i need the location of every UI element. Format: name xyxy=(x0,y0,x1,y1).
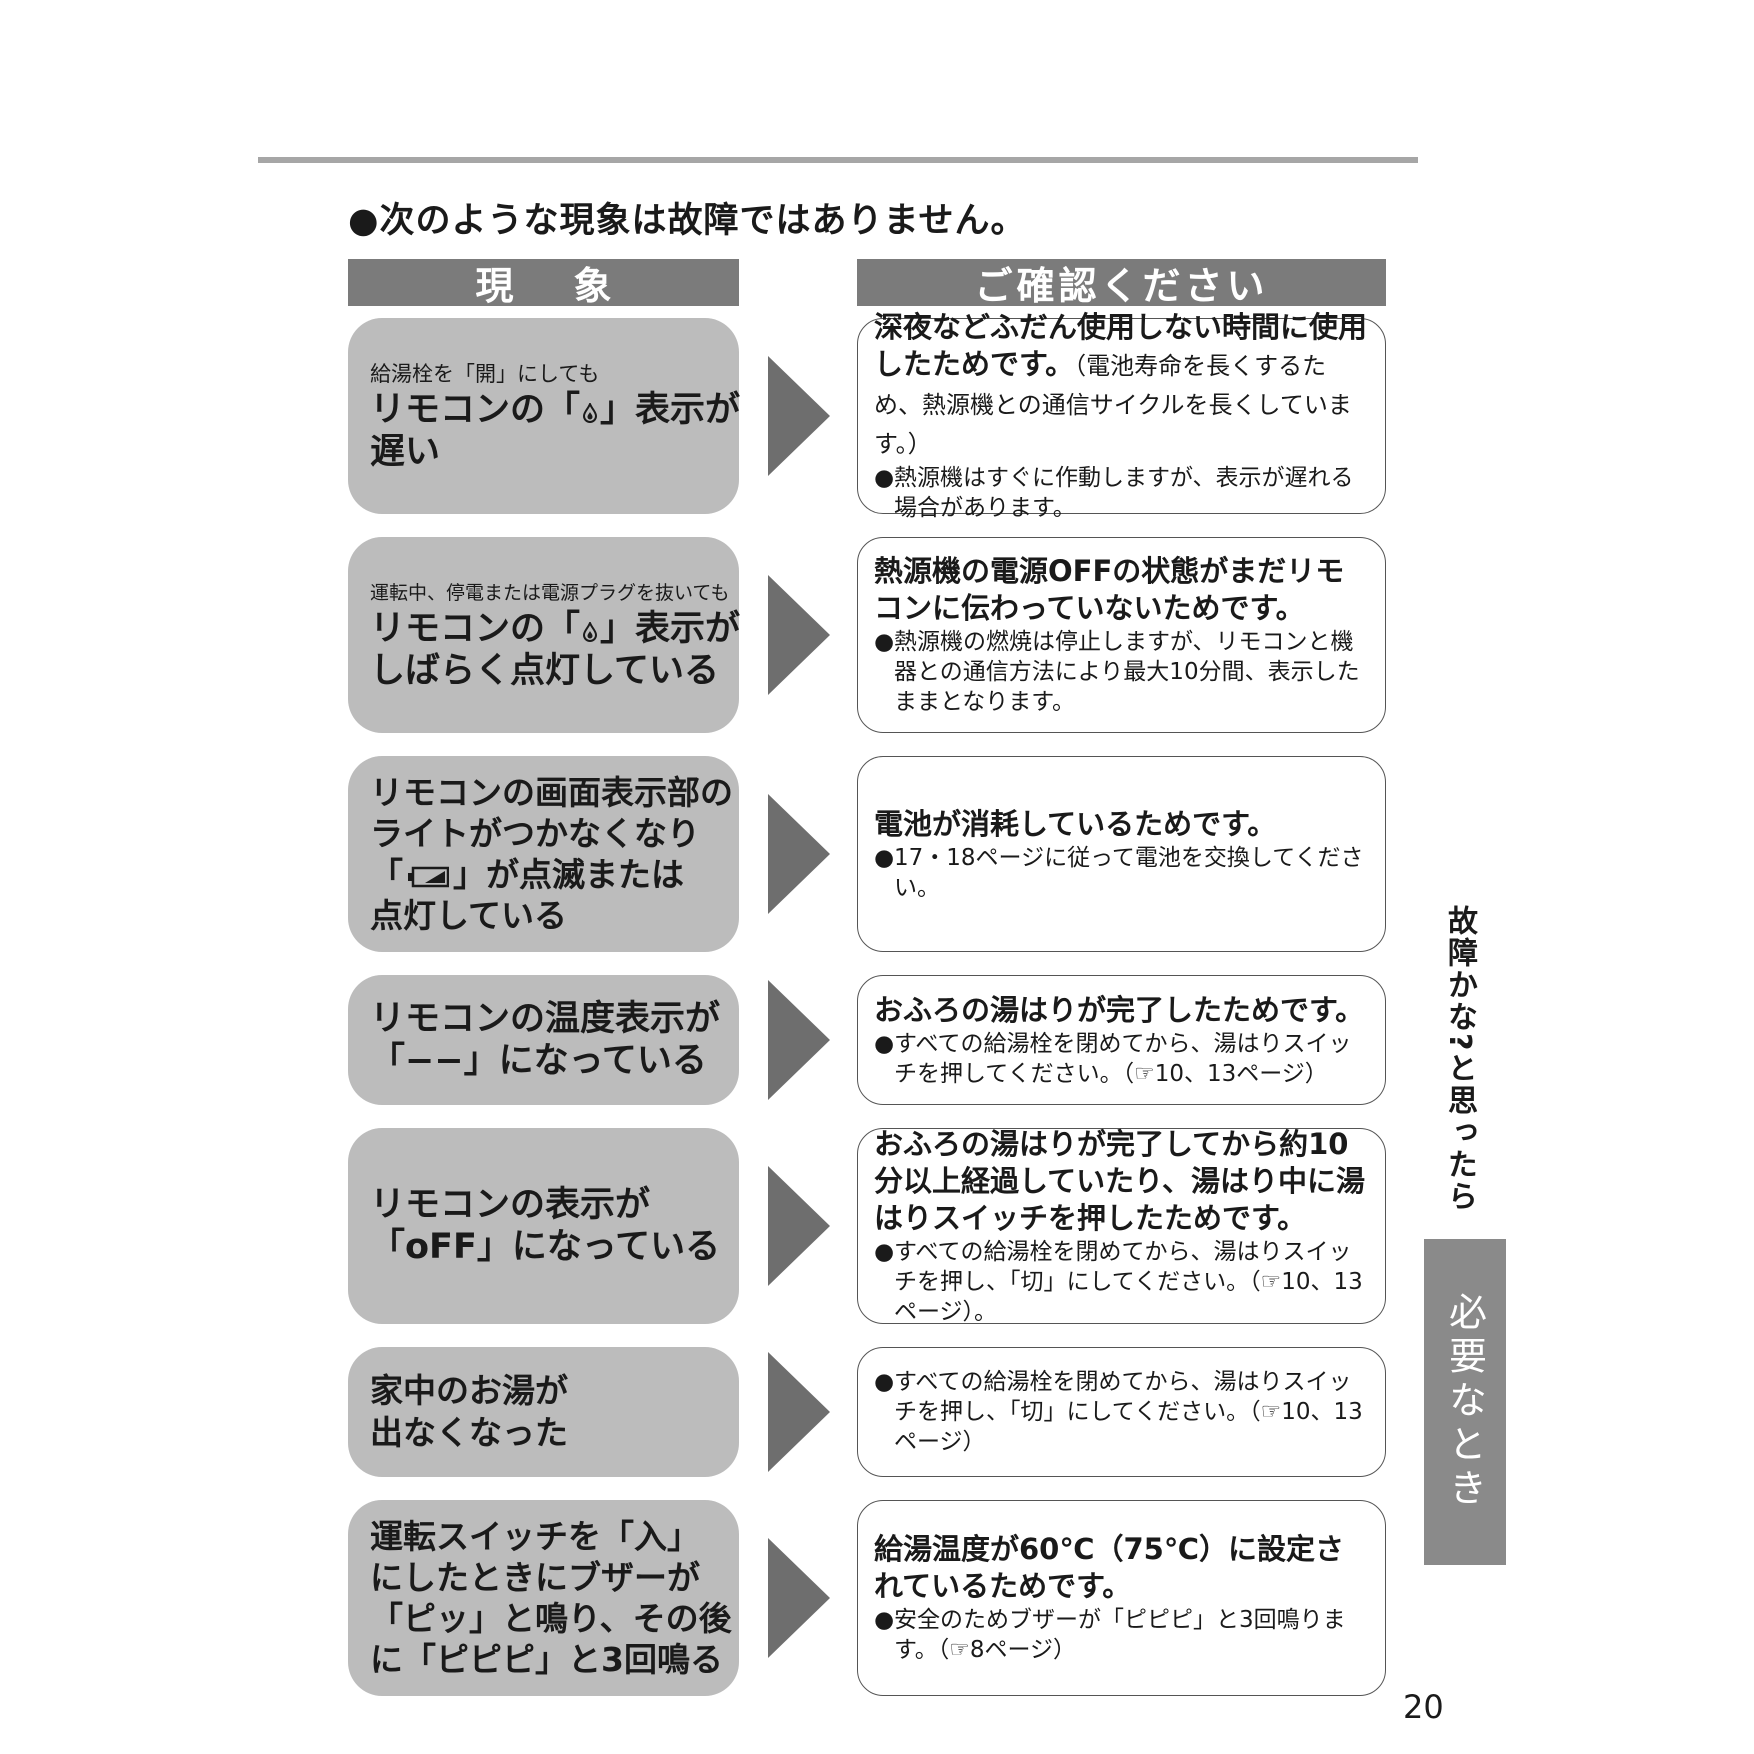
answer-note: ●17・18ページに従って電池を交換してください。 xyxy=(874,843,1369,903)
bullet-icon: ● xyxy=(874,465,895,491)
answer-note-text: すべての給湯栓を閉めてから、湯はりスイッチを押してください。（☞10、13ページ… xyxy=(894,1030,1352,1087)
bullet-icon: ● xyxy=(874,844,895,871)
answer-note: ●安全のためブザーが「ピピピ」と3回鳴ります。（☞8ページ） xyxy=(874,1605,1369,1665)
table-row: リモコンの表示が 「oFF」になっている おふろの湯はりが完了してから約10分以… xyxy=(348,1126,1388,1327)
symptom-text: リモコンの表示が xyxy=(370,1185,651,1225)
answer-note: ●すべての給湯栓を閉めてから、湯はりスイッチを押し、「切」にしてください。（☞1… xyxy=(874,1237,1369,1327)
symptom-text: しばらく点灯している xyxy=(370,651,719,691)
bullet-icon: ● xyxy=(874,1238,895,1265)
symptom-text: 「oFF」になっている xyxy=(370,1227,721,1267)
answer-note: ●熱源機はすぐに作動しますが、表示が遅れる場合があります。 xyxy=(874,463,1369,523)
symptom-box: リモコンの表示が 「oFF」になっている xyxy=(348,1128,739,1324)
symptom-text: リモコンの「」表示が xyxy=(370,389,740,431)
answer-box: 電池が消耗しているためです。 ●17・18ページに従って電池を交換してください。 xyxy=(857,756,1386,952)
answer-paren-text: （電池寿命を長くするため、熱源機との通信サイクルを長くしています。） xyxy=(874,352,1352,458)
symptom-text: 「ピッ」と鳴り、その後 xyxy=(370,1599,732,1638)
answer-note: ●熱源機の燃焼は停止しますが、リモコンと機器との通信方法により最大10分間、表示… xyxy=(874,627,1369,717)
top-rule xyxy=(258,157,1418,163)
symptom-text: に「ピピピ」と3回鳴る xyxy=(370,1640,723,1679)
symptom-text-part: 」表示が xyxy=(600,390,741,430)
symptom-text: 点灯している xyxy=(370,896,568,935)
symptom-text: 遅い xyxy=(370,432,441,472)
bullet-icon: ● xyxy=(874,1607,895,1633)
column-header-symptom: 現象 xyxy=(348,259,739,308)
page-heading: ●次のような現象は故障ではありません。 xyxy=(348,201,1027,241)
answer-note-text: 熱源機はすぐに作動しますが、表示が遅れる場合があります。 xyxy=(894,465,1354,521)
answer-box: 熱源機の電源OFFの状態がまだリモコンに伝わっていないためです。 ●熱源機の燃焼… xyxy=(857,537,1386,733)
symptom-text-part: 」表示が xyxy=(600,609,741,649)
answer-note-text: すべての給湯栓を閉めてから、湯はりスイッチを押し、「切」にしてください。（☞10… xyxy=(894,1369,1363,1455)
arrow-right-icon xyxy=(768,575,830,695)
symptom-box: 運転スイッチを「入」 にしたときにブザーが 「ピッ」と鳴り、その後 に「ピピピ」… xyxy=(348,1500,739,1696)
answer-main-text: 深夜などふだん使用しない時間に使用したためです。 xyxy=(874,310,1368,381)
answer-box: 給湯温度が60℃（75℃）に設定されているためです。 ●安全のためブザーが「ピピ… xyxy=(857,1500,1386,1696)
symptom-text: リモコンの画面表示部の xyxy=(370,773,733,812)
answer-main: おふろの湯はりが完了したためです。 xyxy=(874,992,1365,1027)
answer-main: 電池が消耗しているためです。 xyxy=(874,806,1277,841)
page-number: 20 xyxy=(1403,1688,1444,1726)
arrow-right-icon xyxy=(768,1166,830,1286)
symptom-text: 運転スイッチを「入」 xyxy=(370,1517,700,1556)
arrow-right-icon xyxy=(768,794,830,914)
symptom-box: 家中のお湯が 出なくなった xyxy=(348,1347,739,1477)
arrow-right-icon xyxy=(768,1538,830,1658)
table-row: リモコンの画面表示部の ライトがつかなくなり 「 」が点滅または 点灯している 電… xyxy=(348,756,1388,952)
answer-note-text: 17・18ページに従って電池を交換してください。 xyxy=(894,844,1364,901)
table-row: リモコンの温度表示が 「−−」になっている おふろの湯はりが完了したためです。 … xyxy=(348,975,1388,1105)
symptom-text: 「−−」になっている xyxy=(370,1041,707,1081)
answer-note-text: 安全のためブザーが「ピピピ」と3回鳴ります。（☞8ページ） xyxy=(894,1607,1346,1663)
symptom-text-part: 「 xyxy=(370,855,403,894)
chapter-tab-label: 必要なとき xyxy=(1442,1292,1487,1512)
symptom-text: 出なくなった xyxy=(370,1413,568,1452)
symptom-condition: 運転中、停電または電源プラグを抜いても xyxy=(370,582,730,604)
symptom-box: リモコンの画面表示部の ライトがつかなくなり 「 」が点滅または 点灯している xyxy=(348,756,739,952)
symptom-text: ライトがつかなくなり xyxy=(370,814,700,853)
low-battery-icon xyxy=(408,866,449,888)
symptom-text: 家中のお湯が xyxy=(370,1371,568,1410)
answer-box: おふろの湯はりが完了してから約10分以上経過していたり、湯はり中に湯はりスイッチ… xyxy=(857,1126,1386,1327)
answer-box: 深夜などふだん使用しない時間に使用したためです。（電池寿命を長くするため、熱源機… xyxy=(857,310,1386,521)
table-row: 給湯栓を「開」にしても リモコンの「」表示が 遅い 深夜などふだん使用しない時間… xyxy=(348,310,1388,521)
section-label: 故障かな?と思ったら xyxy=(1442,905,1477,1213)
flame-drop-icon xyxy=(583,403,598,423)
arrow-right-icon xyxy=(768,356,830,476)
answer-box: おふろの湯はりが完了したためです。 ●すべての給湯栓を閉めてから、湯はりスイッチ… xyxy=(857,975,1386,1105)
answer-main: おふろの湯はりが完了してから約10分以上経過していたり、湯はり中に湯はりスイッチ… xyxy=(874,1126,1365,1235)
symptom-text: 「 」が点滅または xyxy=(370,854,717,895)
answer-note-text: すべての給湯栓を閉めてから、湯はりスイッチを押し、「切」にしてください。（☞10… xyxy=(894,1238,1363,1325)
flame-drop-icon xyxy=(583,622,598,642)
answer-main: 深夜などふだん使用しない時間に使用したためです。（電池寿命を長くするため、熱源機… xyxy=(874,309,1369,463)
symptom-text-part: 」が点滅または xyxy=(453,855,684,894)
answer-main: 熱源機の電源OFFの状態がまだリモコンに伝わっていないためです。 xyxy=(874,554,1345,625)
answer-main: 給湯温度が60℃（75℃）に設定されているためです。 xyxy=(874,1532,1344,1603)
table-row: 運転中、停電または電源プラグを抜いても リモコンの「」表示が しばらく点灯してい… xyxy=(348,537,1388,733)
symptom-box: リモコンの温度表示が 「−−」になっている xyxy=(348,975,739,1105)
answer-note: ●すべての給湯栓を閉めてから、湯はりスイッチを押し、「切」にしてください。（☞1… xyxy=(874,1367,1369,1457)
symptom-text: リモコンの「」表示が xyxy=(370,608,740,650)
symptom-text: にしたときにブザーが xyxy=(370,1558,700,1597)
symptom-text-part: リモコンの「 xyxy=(370,390,581,430)
bullet-icon: ● xyxy=(874,1369,895,1395)
bullet-icon: ● xyxy=(874,1030,895,1057)
arrow-right-icon xyxy=(768,1352,830,1472)
symptom-text-part: リモコンの「 xyxy=(370,609,581,649)
chapter-tab: 必要なとき xyxy=(1424,1239,1506,1565)
table-row: 運転スイッチを「入」 にしたときにブザーが 「ピッ」と鳴り、その後 に「ピピピ」… xyxy=(348,1500,1388,1696)
symptom-condition: 給湯栓を「開」にしても xyxy=(370,362,600,386)
bullet-icon: ● xyxy=(874,629,895,655)
column-header-check: ご確認ください xyxy=(857,259,1386,308)
answer-note-text: 熱源機の燃焼は停止しますが、リモコンと機器との通信方法により最大10分間、表示し… xyxy=(894,629,1360,715)
answer-box: ●すべての給湯栓を閉めてから、湯はりスイッチを押し、「切」にしてください。（☞1… xyxy=(857,1347,1386,1477)
symptom-table: 給湯栓を「開」にしても リモコンの「」表示が 遅い 深夜などふだん使用しない時間… xyxy=(348,310,1388,1696)
symptom-box: 運転中、停電または電源プラグを抜いても リモコンの「」表示が しばらく点灯してい… xyxy=(348,537,740,733)
answer-note: ●すべての給湯栓を閉めてから、湯はりスイッチを押してください。（☞10、13ペー… xyxy=(874,1029,1369,1089)
arrow-right-icon xyxy=(768,980,830,1100)
table-row: 家中のお湯が 出なくなった ●すべての給湯栓を閉めてから、湯はりスイッチを押し、… xyxy=(348,1347,1388,1477)
symptom-box: 給湯栓を「開」にしても リモコンの「」表示が 遅い xyxy=(348,318,740,514)
symptom-text: リモコンの温度表示が xyxy=(370,999,721,1039)
